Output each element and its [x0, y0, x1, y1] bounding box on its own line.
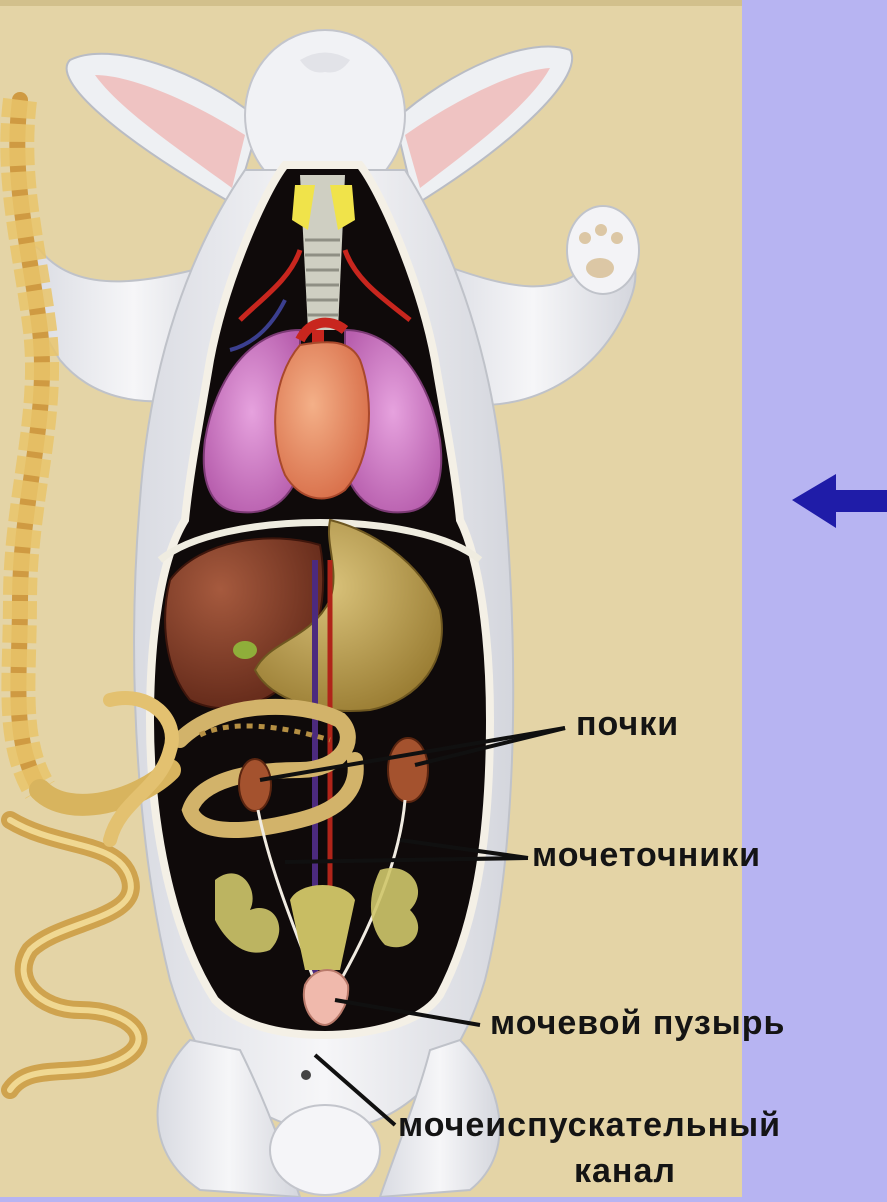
kidney-left	[239, 759, 271, 811]
heart	[275, 342, 369, 498]
label-kidneys: почки	[576, 705, 679, 744]
label-bladder: мочевой пузырь	[490, 1004, 785, 1043]
kidney-right	[388, 738, 428, 802]
left-arrow-icon[interactable]	[792, 474, 887, 528]
label-ureters: мочеточники	[532, 836, 761, 875]
label-urethra-line1: мочеиспускательный	[398, 1106, 781, 1145]
label-urethra-line2: канал	[574, 1152, 676, 1191]
